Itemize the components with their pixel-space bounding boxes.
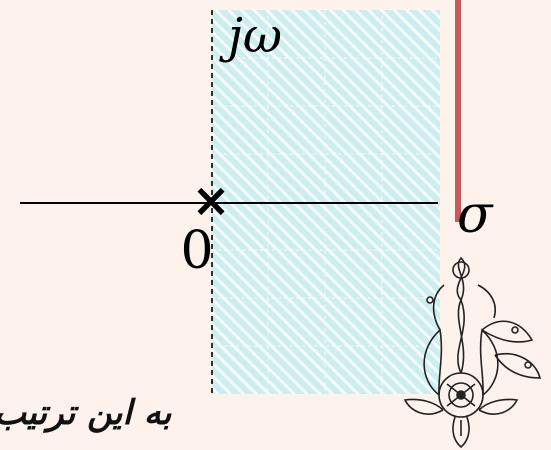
imaginary-axis-label: jω bbox=[219, 8, 282, 64]
real-axis-label: σ bbox=[457, 185, 494, 245]
pole-marker: × bbox=[192, 173, 231, 227]
persian-caption-text: به این ترتیب bbox=[0, 388, 194, 438]
origin-label: 0 bbox=[180, 221, 213, 281]
